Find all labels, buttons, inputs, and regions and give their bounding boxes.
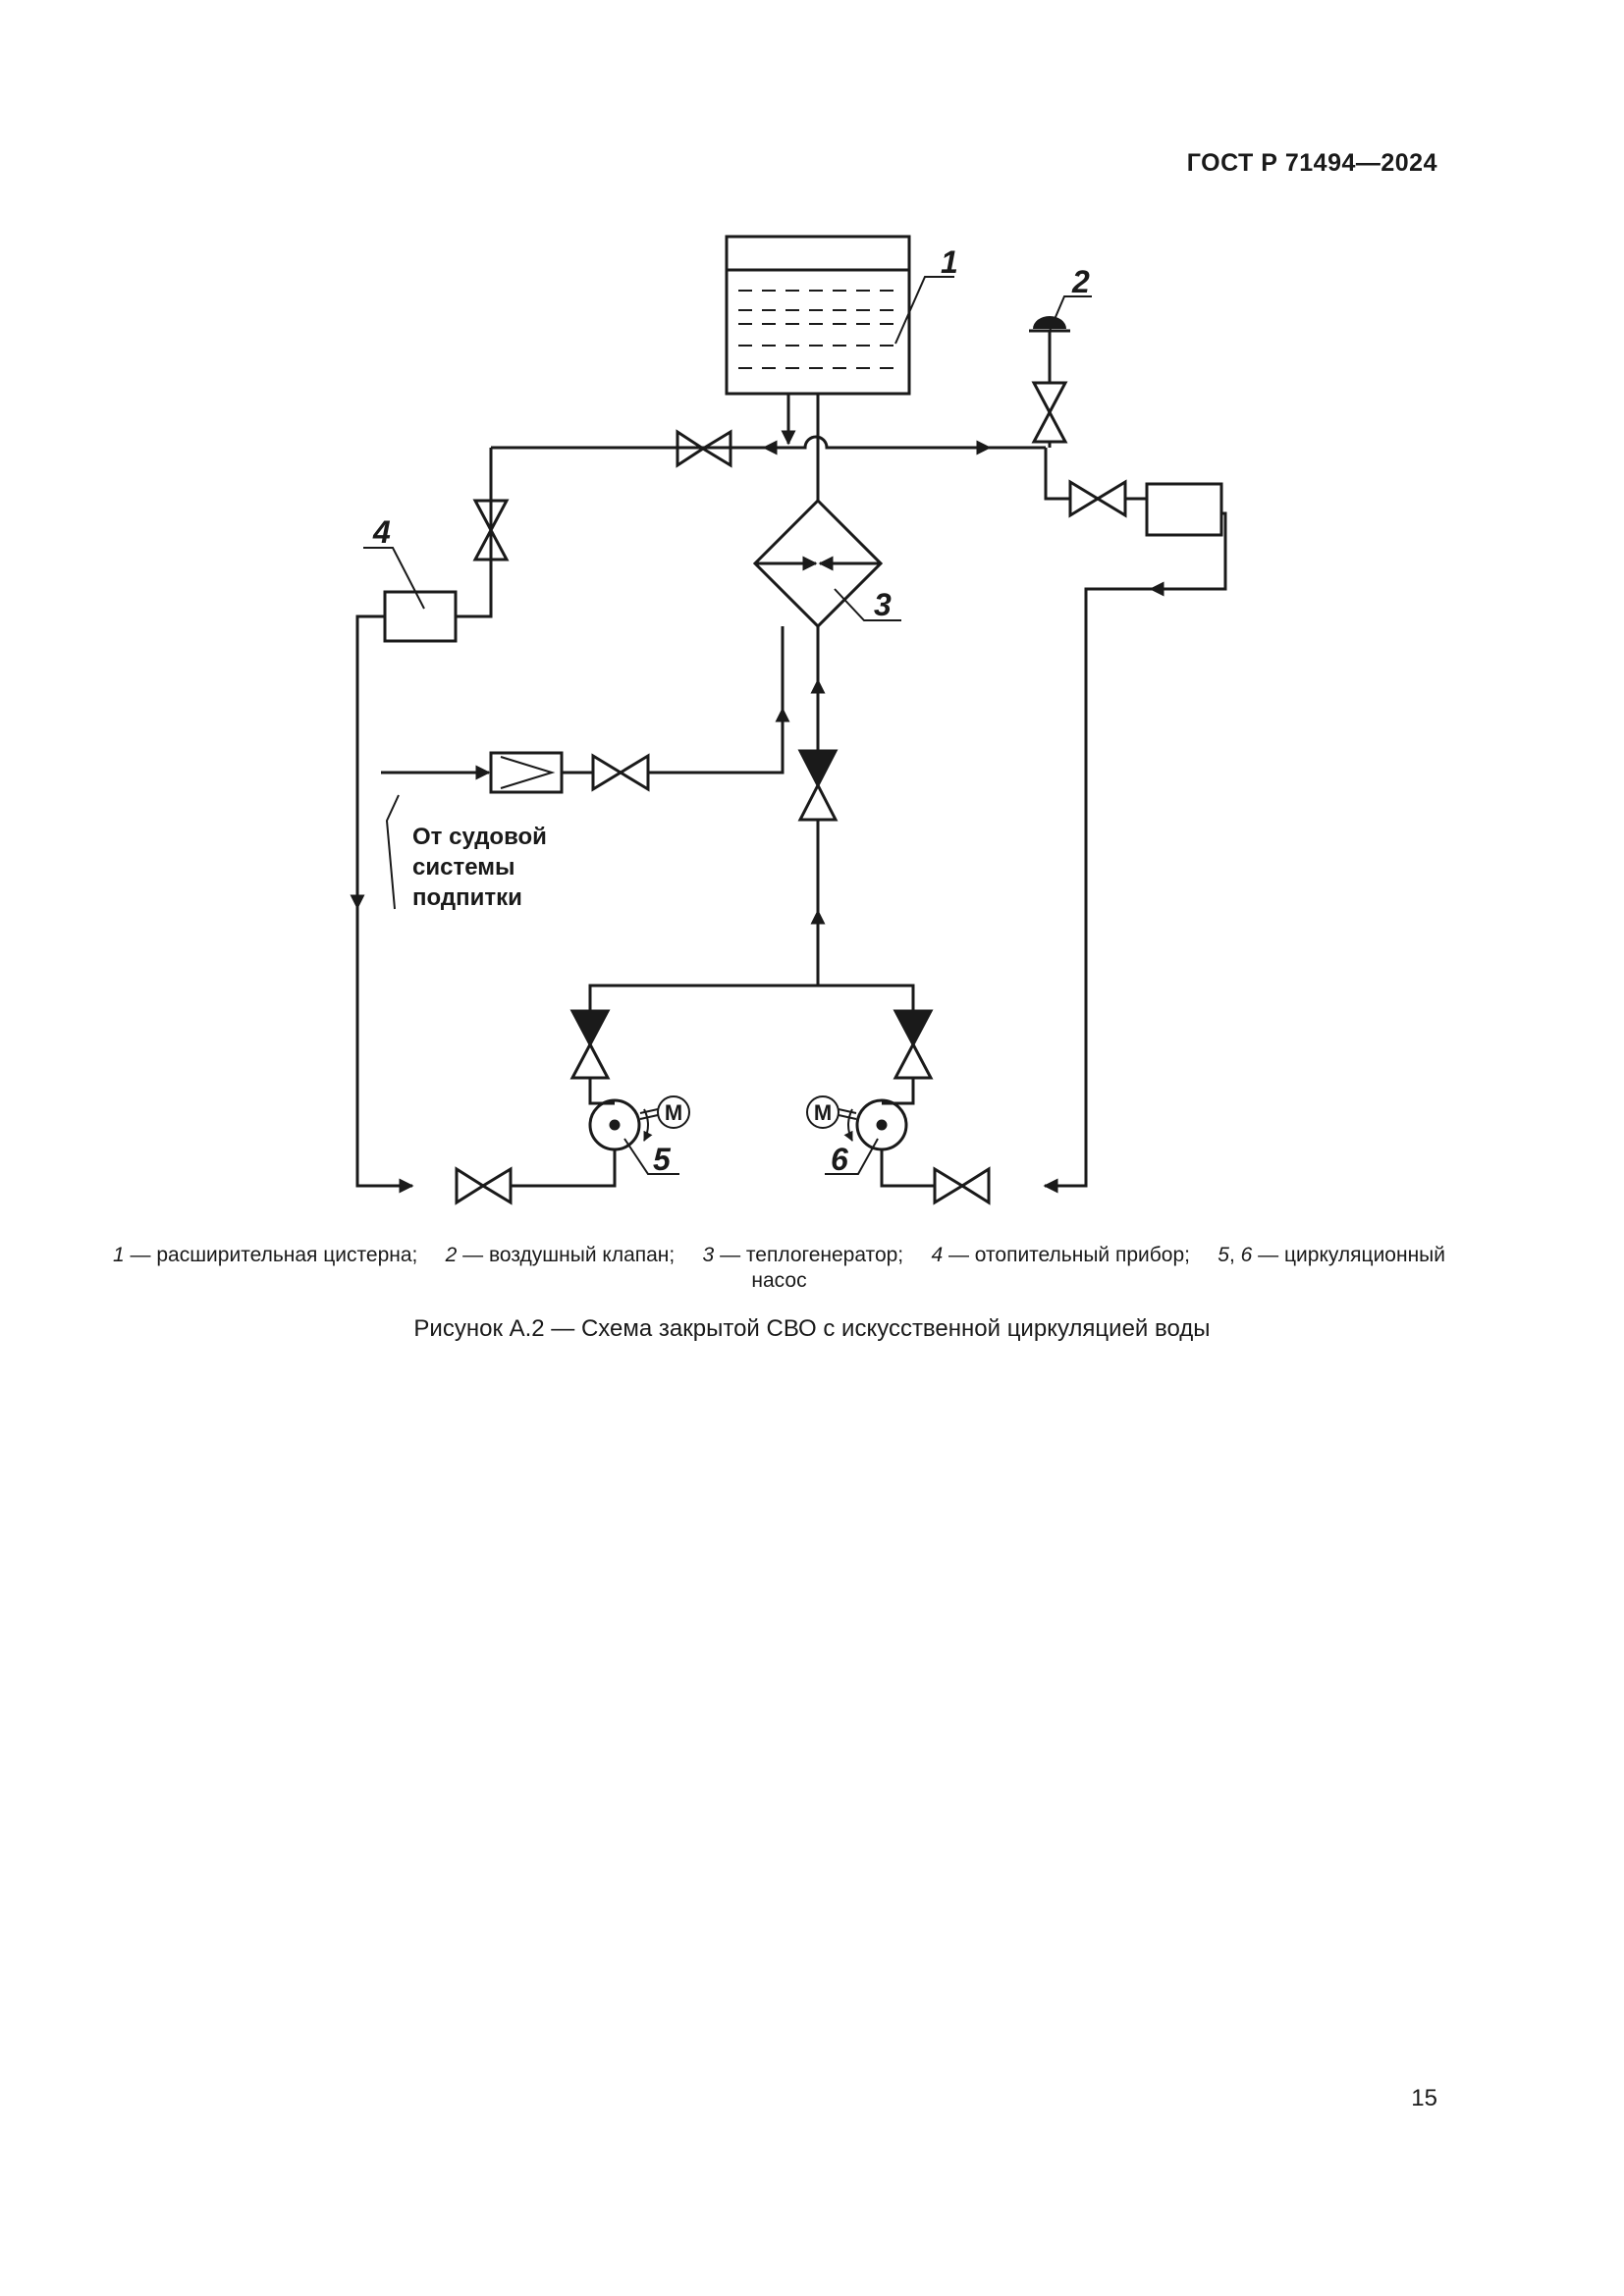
leader-make-up	[385, 794, 400, 910]
heat-generator	[752, 498, 884, 629]
valve-bottom-right	[933, 1166, 991, 1205]
figure-legend: 1 — расширительная цистерна; 2 — воздушн…	[113, 1243, 1445, 1294]
label-3: 3	[874, 587, 892, 622]
expansion-tank	[725, 235, 911, 396]
valve-right-horizontal	[1068, 479, 1127, 518]
legend-line: 1 — расширительная цистерна; 2 — воздушн…	[113, 1244, 1445, 1266]
svg-text:М: М	[814, 1100, 832, 1125]
leader-3	[834, 588, 901, 621]
valve-make-up	[591, 753, 650, 792]
valve-bottom-left	[455, 1166, 513, 1205]
document-header: ГОСТ Р 71494—2024	[1186, 149, 1437, 177]
leader-4	[363, 547, 425, 610]
motor-5: М	[657, 1095, 690, 1129]
label-2: 2	[1071, 264, 1090, 299]
motor-6: М	[806, 1095, 839, 1129]
valve-top-left	[676, 429, 732, 468]
check-valve-main	[797, 749, 839, 822]
leader-5	[623, 1138, 679, 1175]
make-up-note: От судовой системы подпитки	[412, 824, 554, 911]
check-valve-pump-6	[893, 1009, 934, 1080]
pump-5	[588, 1098, 659, 1151]
figure-caption: Рисунок А.2 — Схема закрытой СВО с искус…	[413, 1315, 1211, 1342]
valve-left-vertical	[472, 499, 510, 561]
label-1: 1	[941, 244, 958, 280]
heating-system-diagram: 1 4 2	[350, 235, 1227, 1205]
leader-2	[1049, 295, 1092, 332]
return-left	[355, 614, 414, 1194]
legend-continuation: насос	[751, 1269, 807, 1292]
pump-header	[588, 984, 915, 1011]
valve-air-vertical	[1031, 381, 1068, 444]
leader-6	[825, 1138, 879, 1175]
svg-text:М: М	[665, 1100, 682, 1125]
return-right	[1047, 511, 1227, 1188]
pump-6	[838, 1098, 908, 1151]
top-pipe	[491, 435, 1046, 450]
make-up-device	[489, 751, 564, 794]
label-5: 5	[653, 1142, 672, 1177]
check-valve-pump-5	[569, 1009, 611, 1080]
label-6: 6	[831, 1142, 848, 1177]
leader-1	[894, 276, 954, 345]
right-box	[1145, 482, 1223, 537]
label-4: 4	[372, 514, 391, 550]
page-number: 15	[1411, 2085, 1437, 2111]
